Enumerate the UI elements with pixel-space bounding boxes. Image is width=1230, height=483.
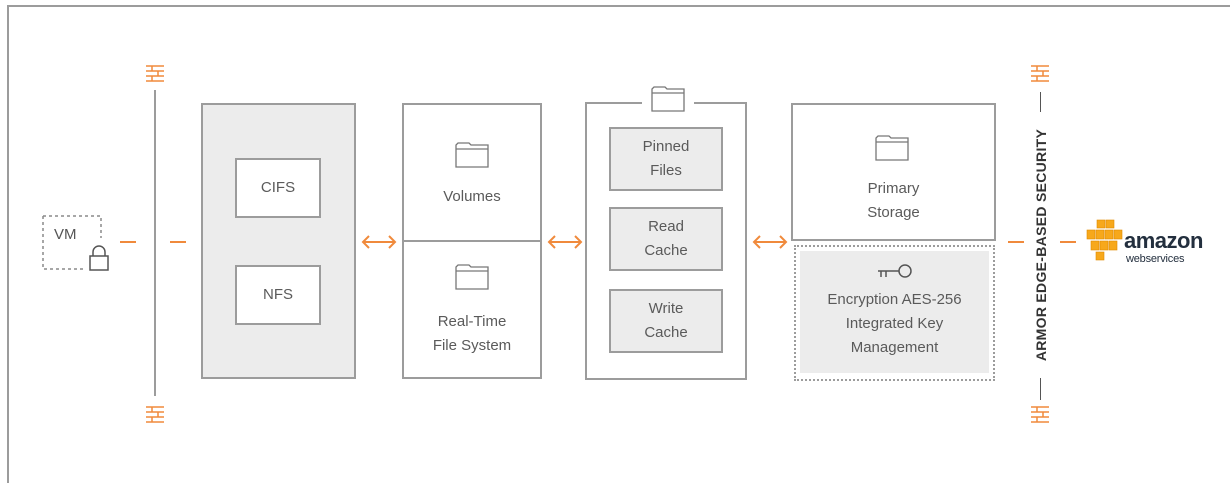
firewall-icon — [146, 65, 164, 82]
bidirectional-arrow-icon — [361, 235, 397, 249]
file-system-label: Real-Time File System — [432, 313, 512, 354]
folder-icon — [455, 264, 489, 290]
box-divider — [404, 240, 540, 242]
connector-dash — [170, 241, 186, 243]
bidirectional-arrow-icon — [547, 235, 583, 249]
firewall-icon — [1031, 406, 1049, 423]
vm-box-outline — [42, 215, 102, 270]
folder-icon — [651, 86, 685, 112]
firewall-icon — [146, 406, 164, 423]
encryption-box — [794, 245, 995, 381]
nfs-box: NFS — [235, 265, 321, 325]
protocol-box — [201, 103, 356, 379]
cifs-box: CIFS — [235, 158, 321, 218]
volumes-label: Volumes — [443, 188, 501, 205]
connector-dash — [1060, 241, 1076, 243]
connector-dash — [120, 241, 136, 243]
volumes-box — [402, 103, 542, 379]
folder-icon — [455, 142, 489, 168]
aws-brand: amazon — [1124, 228, 1203, 253]
firewall-icon — [1031, 65, 1049, 82]
key-icon — [878, 264, 912, 278]
lock-icon — [89, 245, 109, 271]
read-cache-box: Read Cache — [609, 207, 723, 271]
security-label: ARMOR EDGE-BASED SECURITY — [1033, 128, 1049, 362]
firewall-line — [154, 90, 156, 396]
aws-sub: webservices — [1126, 253, 1185, 265]
write-cache-box: Write Cache — [609, 289, 723, 353]
connector-dash — [1008, 241, 1024, 243]
vm-label: VM — [54, 226, 77, 243]
folder-icon — [875, 135, 909, 161]
primary-storage-label: Primary Storage — [867, 180, 920, 221]
encryption-label: Encryption AES-256 Integrated Key Manage… — [827, 291, 962, 356]
diagram-frame — [7, 5, 1230, 483]
security-line — [1040, 378, 1041, 400]
bidirectional-arrow-icon — [752, 235, 788, 249]
aws-cubes-logo — [1086, 219, 1123, 261]
pinned-files-box: Pinned Files — [609, 127, 723, 191]
security-line — [1040, 92, 1041, 112]
primary-storage-box — [791, 103, 996, 241]
